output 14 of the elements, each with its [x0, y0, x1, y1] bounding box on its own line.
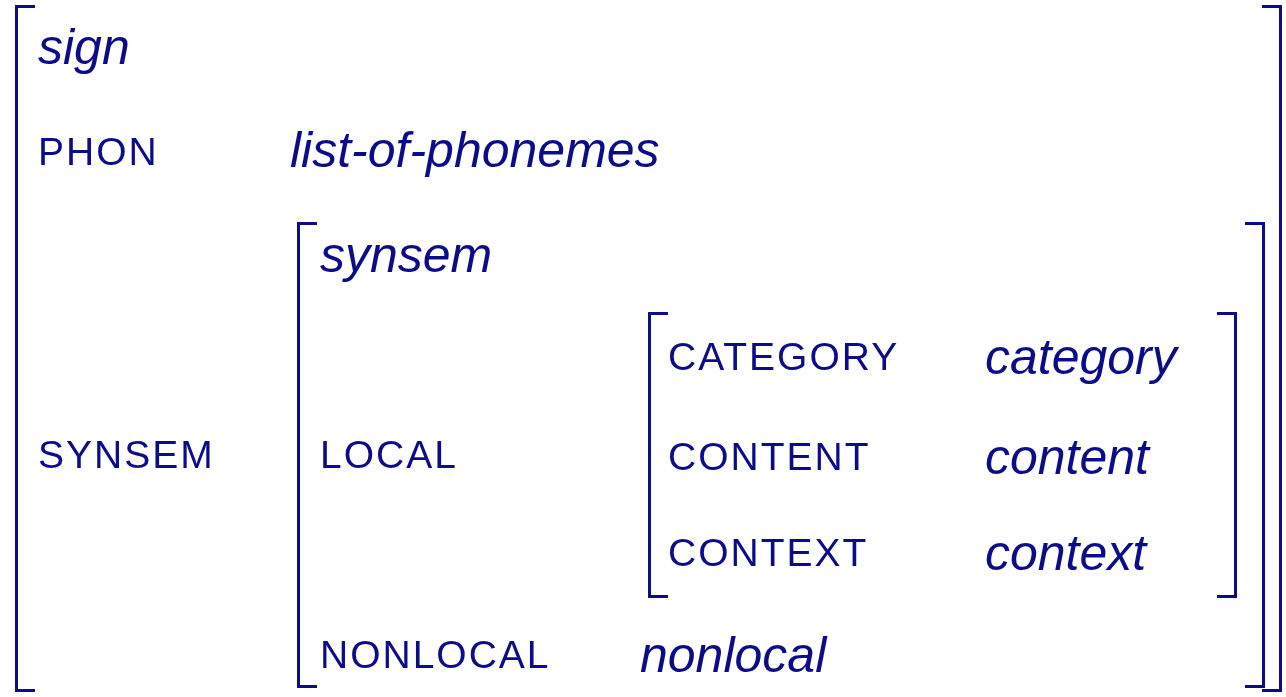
attribute-name: CONTEXT	[668, 533, 869, 572]
attribute-name: CONTENT	[668, 437, 871, 476]
type-label: synsem	[320, 230, 493, 280]
attribute-name: SYNSEM	[38, 435, 215, 474]
value-label: context	[985, 528, 1147, 578]
attribute-name: NONLOCAL	[320, 635, 551, 674]
value-label: nonlocal	[640, 630, 827, 680]
type-label: sign	[38, 22, 130, 72]
attribute-name: PHON	[38, 132, 159, 171]
attribute-name: CATEGORY	[668, 337, 900, 376]
value-label: category	[985, 332, 1177, 382]
attribute-name: LOCAL	[320, 435, 458, 474]
value-label: content	[985, 432, 1149, 482]
value-label: list-of-phonemes	[290, 125, 660, 175]
